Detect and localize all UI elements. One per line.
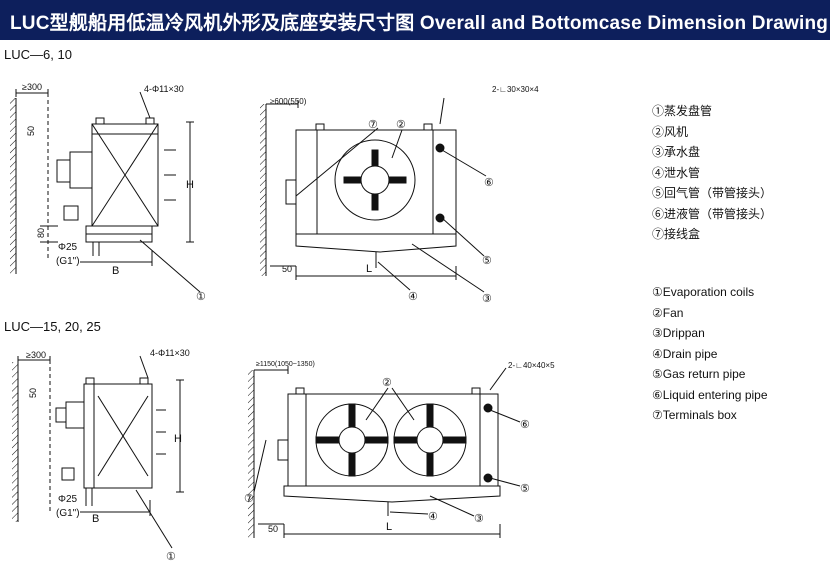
legend-en-item: ③Drippan [652,326,705,340]
legend-cn-item: ②风机 [652,124,689,139]
title-banner: LUC型舰船用低温冷风机外形及底座安装尺寸图 Overall and Botto… [0,0,830,40]
dim-50: 50 [26,126,36,136]
legend-cn-item: ④泄水管 [652,165,701,180]
dim-l: L [366,263,372,275]
legend-en-item: ①Evaporation coils [652,285,755,299]
dim-clearance: ≥1150(1050~1350) [256,361,315,368]
legend-cn-item: ⑥进液管（带管接头） [652,206,773,221]
legend-chinese: ①蒸发盘管 ②风机 ③承水盘 ④泄水管 ⑤回气管（带管接头） ⑥进液管（带管接头… [652,101,772,245]
dim-50: 50 [268,524,278,534]
dim-l: L [386,521,392,533]
dim-50: 50 [28,388,38,398]
model-label-bottom: LUC—15, 20, 25 [4,319,101,334]
callout-2: ② [396,119,406,131]
bottom-front-view: ≥1150(1050~1350) 2-∟40×40×5 ② ⑥ ⑦ ⑤ ④ ③ … [244,361,555,538]
callout-1: ① [196,291,206,303]
dim-thread: (G1") [56,256,80,267]
callout-6: ⑥ [520,419,530,431]
callout-4: ④ [408,291,418,303]
callout-5: ⑤ [482,255,492,267]
page-title: LUC型舰船用低温冷风机外形及底座安装尺寸图 Overall and Botto… [10,13,829,34]
dim-thread: (G1") [56,508,80,519]
callout-5: ⑤ [520,483,530,495]
callout-6: ⑥ [484,177,494,189]
dim-80: 80 [36,228,46,238]
dim-clearance: ≥300 [26,350,46,360]
legend-en-item: ⑦Terminals box [652,408,737,422]
dim-pipe-dia: Φ25 [58,242,78,253]
dim-bolts: 2-∟40×40×5 [508,361,555,370]
top-front-view: ≥600(550) 2-∟30×30×4 ⑦ ② ⑥ ⑤ ③ ④ 50 L [260,85,539,305]
callout-3: ③ [482,293,492,305]
legend-cn-item: ⑤回气管（带管接头） [652,186,773,200]
dim-h: H [174,433,182,445]
dim-holes: 4-Φ11×30 [150,348,190,358]
dim-pipe-dia: Φ25 [58,494,78,505]
model-label-top: LUC—6, 10 [4,47,72,62]
dim-bolts: 2-∟30×30×4 [492,85,539,94]
legend-english: ①Evaporation coils ②Fan ③Drippan ④Drain … [652,282,768,426]
callout-7: ⑦ [244,493,254,505]
legend-cn-item: ③承水盘 [652,145,701,159]
callout-2: ② [382,377,392,389]
dim-clearance: ≥600(550) [270,97,307,106]
legend-en-item: ⑤Gas return pipe [652,367,746,381]
bottom-side-view: ≥300 4-Φ11×30 50 Φ25 (G1") B H ① [12,348,190,563]
callout-3: ③ [474,513,484,525]
callout-7: ⑦ [368,119,378,131]
legend-en-item: ④Drain pipe [652,346,718,361]
legend-cn-item: ⑦接线盒 [652,227,701,241]
top-side-view: ≥300 4-Φ11×30 50 80 Φ25 (G1") B H ① [10,82,206,303]
legend-en-item: ⑥Liquid entering pipe [652,387,768,402]
legend-en-item: ②Fan [652,305,684,320]
dim-b: B [112,265,119,277]
callout-1: ① [166,551,176,563]
dim-h: H [186,179,194,191]
dim-clearance: ≥300 [22,82,42,92]
callout-4: ④ [428,511,438,523]
legend-cn-item: ①蒸发盘管 [652,104,713,118]
dim-50: 50 [282,264,292,274]
dim-b: B [92,513,99,525]
dim-holes: 4-Φ11×30 [144,84,184,94]
